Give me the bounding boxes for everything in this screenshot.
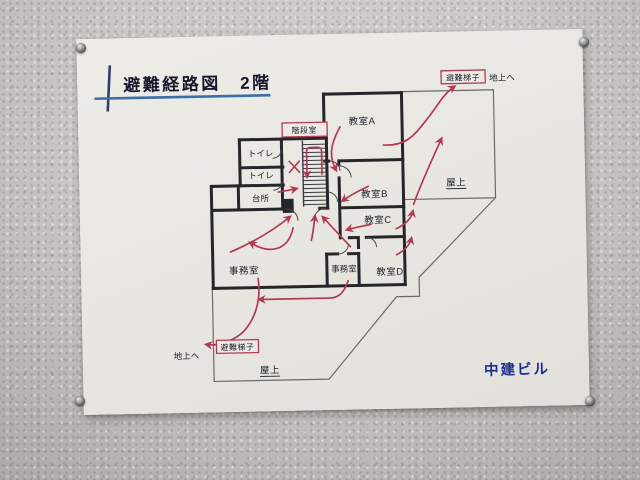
classroom-d-label: 教室D bbox=[376, 266, 404, 279]
building-name: 中建ビル bbox=[484, 360, 550, 379]
ladder-south-label-box bbox=[215, 338, 260, 355]
classroom-c-label: 教室C bbox=[364, 214, 392, 227]
office-main-label: 事務室 bbox=[229, 264, 259, 277]
title-underline bbox=[94, 93, 271, 101]
classroom-b-label: 教室B bbox=[361, 188, 388, 201]
to-ground-south-label: 地上へ bbox=[174, 351, 200, 362]
kitchen-label: 台所 bbox=[252, 193, 270, 203]
classroom-a-label: 教室A bbox=[348, 115, 375, 128]
stair-shaft-block bbox=[282, 198, 294, 214]
to-ground-roof-label: 地上へ bbox=[489, 72, 515, 83]
ladder-south-label: 避難梯子 bbox=[220, 342, 254, 353]
building-walls bbox=[209, 91, 407, 290]
screw-top-right bbox=[579, 37, 589, 47]
title-tick-mark bbox=[106, 65, 112, 112]
screw-bottom-left bbox=[75, 396, 85, 406]
roof-south-label: 屋上 bbox=[260, 365, 280, 376]
roof-outline bbox=[211, 89, 497, 383]
ladder-roof-label-box bbox=[440, 69, 486, 85]
office-small-label: 事務室 bbox=[331, 264, 357, 275]
screw-bottom-right bbox=[585, 396, 595, 406]
roof-east-label: 屋上 bbox=[446, 177, 466, 188]
evacuation-sign: 避難経路図 2階 bbox=[76, 28, 590, 416]
floor-plan-drawing: 避難経路図 2階 bbox=[94, 65, 550, 383]
stairwell-label: 階段室 bbox=[291, 125, 317, 136]
evacuation-route-arrows bbox=[203, 85, 457, 350]
sign-title: 避難経路図 2階 bbox=[123, 72, 272, 95]
ladder-roof-label: 避難梯子 bbox=[446, 72, 480, 83]
toilet-upper-label: トイレ bbox=[248, 148, 274, 159]
screw-top-left bbox=[76, 43, 86, 53]
stairwell-label-box bbox=[281, 121, 328, 138]
toilet-lower-label: トイレ bbox=[248, 170, 274, 181]
no-elevator-x-mark bbox=[288, 160, 301, 174]
